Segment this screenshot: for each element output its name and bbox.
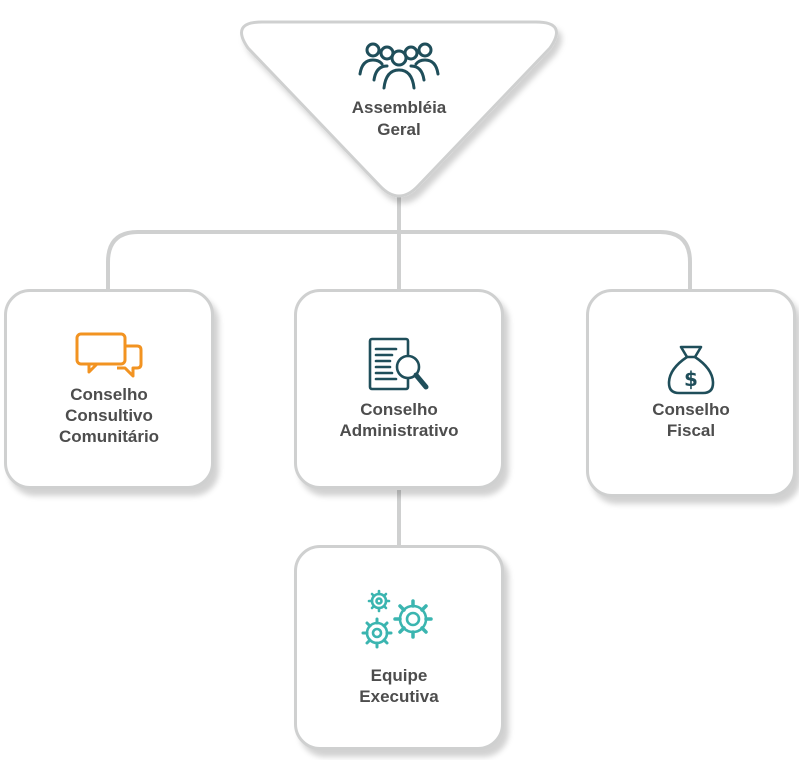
node-label: Conselho Fiscal xyxy=(652,399,729,441)
label-line: Comunitário xyxy=(58,426,160,446)
label-line: Fiscal xyxy=(666,421,716,440)
document-search-icon xyxy=(366,337,432,395)
node-label: Conselho Administrativo xyxy=(339,399,458,441)
connector-branch xyxy=(106,230,692,300)
node-label: Equipe Executiva xyxy=(359,665,438,707)
node-conselho-consultivo: Conselho Consultivo Comunitário xyxy=(4,289,214,489)
top-node-line-2: Geral xyxy=(377,120,421,139)
node-label: Conselho Consultivo Comunitário xyxy=(59,384,159,447)
node-conselho-fiscal: $ Conselho Fiscal xyxy=(586,289,796,497)
group-people-icon xyxy=(356,40,442,90)
top-node-line-1: Assembléia xyxy=(351,98,447,117)
svg-text:$: $ xyxy=(684,367,698,391)
label-line: Conselho xyxy=(360,400,438,419)
money-bag-icon: $ xyxy=(665,345,717,395)
chat-bubbles-icon xyxy=(75,332,143,380)
label-line: Administrativo xyxy=(339,421,459,440)
node-conselho-administrativo: Conselho Administrativo xyxy=(294,289,504,489)
gears-icon xyxy=(359,589,439,651)
label-line: Conselho xyxy=(70,384,148,404)
label-line: Consultivo xyxy=(65,405,153,425)
node-equipe-executiva: Equipe Executiva xyxy=(294,545,504,750)
label-line: Conselho xyxy=(652,400,730,419)
top-node-label: Assembléia Geral xyxy=(299,97,499,141)
label-line: Executiva xyxy=(359,686,439,706)
top-node-shape xyxy=(240,20,558,198)
label-line: Equipe xyxy=(370,665,428,685)
